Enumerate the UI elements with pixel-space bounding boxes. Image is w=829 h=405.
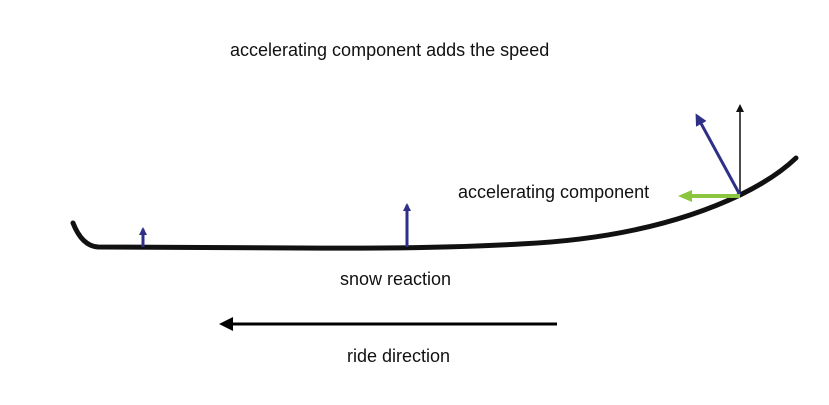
ski-profile [70,155,799,251]
normal-reaction-arrow [695,113,742,196]
snow-reaction-label: snow reaction [340,269,452,289]
accelerating-component-label: accelerating component [458,182,650,202]
ride-direction-label: ride direction [347,346,451,366]
diagram-title: accelerating component adds the speed [230,40,550,60]
